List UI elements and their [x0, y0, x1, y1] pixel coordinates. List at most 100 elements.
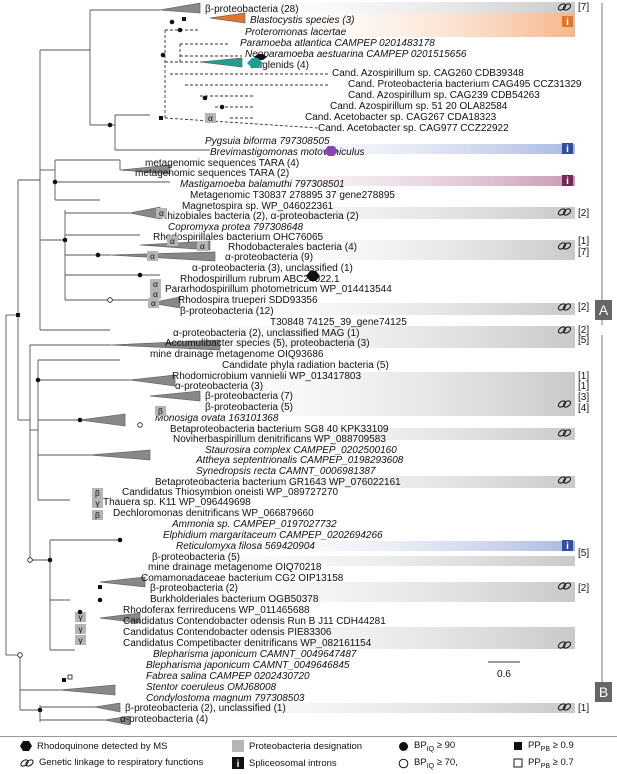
taxon-label: Blastocystis species (3) — [250, 15, 354, 26]
taxon-label: Candidate phyla radiation bacteria (5) — [222, 360, 389, 371]
taxon-label: Proteromonas lacertae — [245, 27, 347, 38]
legend-linkage-text: Genetic linkage to respiratory functions — [39, 757, 204, 768]
legend-pp07-label: PP — [528, 757, 541, 768]
rhodoquinone-hexagon — [306, 271, 320, 281]
proteobacteria-letter: γ — [78, 624, 83, 634]
rhodoquinone-hexagon — [247, 58, 263, 68]
taxon-label: T30848 74125_39_gene74125 — [270, 317, 407, 328]
proteobacteria-box — [75, 624, 86, 634]
intron-label: i — [566, 144, 569, 155]
bracket-count: [2] — [578, 325, 589, 336]
taxon-label: Neoparamoeba aestuarina CAMPEP 020151565… — [245, 49, 467, 60]
taxon-label: Accumulibacter species (5), proteobacter… — [165, 338, 370, 349]
legend-rhodoquinone: Rhodoquinone detected by MS — [20, 740, 167, 752]
proteobacteria-letter: α — [151, 298, 156, 308]
taxon-label: Rhodobacterales bacteria (4) — [228, 242, 357, 253]
chain-link-icon — [557, 641, 572, 649]
legend-intron-text: Spliceosomal introns — [249, 757, 337, 769]
legend-bp70-label: BP — [414, 757, 427, 768]
chain-link-icon — [557, 3, 572, 11]
taxon-label: Candidatus Thiosymbion oneisti WP_089727… — [122, 487, 339, 498]
bracket-count: [2] — [578, 302, 589, 313]
proteobacteria-letter: β — [95, 488, 100, 498]
legend-pp07: PPPB ≥ 0.7 — [513, 757, 574, 770]
legend-bp90-label: BP — [414, 740, 427, 751]
linkage-markers — [557, 3, 572, 711]
chain-link-icon — [557, 429, 572, 437]
taxon-label: Cand. Acetobacter sp. CAG267 CDA18323 — [305, 112, 497, 123]
taxon-label: α-proteobacteria (3), unclassified (1) — [192, 263, 353, 274]
proteobacteria-letter: β — [158, 406, 163, 416]
proteobacteria-box — [205, 113, 216, 123]
legend-bp70-value: ≥ 70, — [436, 757, 458, 768]
taxon-label: Elphidium margaritaceum CAMPEP_020269426… — [163, 530, 383, 541]
bracket-count: [7] — [578, 247, 589, 258]
taxon-label: Candidatus Contendobacter odensis PIE833… — [123, 627, 332, 638]
proteobacteria-letter: γ — [78, 635, 83, 645]
clade-b-box — [595, 682, 612, 702]
intron-label: i — [566, 176, 569, 187]
legend-bp90-sub: IQ — [426, 745, 435, 753]
chain-link-icon — [557, 582, 572, 590]
proteobacteria-box — [155, 406, 166, 416]
proteobacteria-box — [147, 251, 158, 261]
bracket-count: [7] — [578, 2, 589, 13]
open-square-icon — [513, 758, 523, 768]
scale-bar: 0.6 — [488, 661, 520, 680]
open-circle-icon — [398, 758, 409, 769]
taxon-label: Ammonia sp. CAMPEP_0197027732 — [171, 519, 337, 530]
proteobacteria-letter: β — [95, 510, 100, 520]
taxon-label: mine drainage metagenome OIQ70218 — [148, 562, 322, 573]
taxon-label: Cand. Azospirillum sp. 51 20 OLA82584 — [330, 101, 508, 112]
proteobacteria-letter: α — [200, 241, 205, 251]
taxon-label: Attheya septentrionalis CAMPEP_019829360… — [195, 455, 404, 466]
proteobacteria-box — [148, 298, 159, 308]
intron-box — [562, 540, 573, 551]
intron-label: i — [566, 541, 569, 552]
chain-link-icon — [20, 758, 34, 767]
taxon-label: Paramoeba atlantica CAMPEP 0201483178 — [240, 38, 435, 49]
hexagon-icon — [20, 741, 32, 751]
chain-link-icon — [557, 242, 572, 250]
legend-bp70: BPIQ ≥ 70, — [398, 757, 458, 770]
taxon-label: Brevimastigomonas motovehiculus — [210, 147, 365, 158]
proteobacteria-letter: α — [153, 289, 158, 299]
proteobacteria-letter: α — [150, 251, 155, 261]
legend-proteo-text: Proteobacteria designation — [249, 740, 363, 752]
proteobacteria-box — [92, 510, 103, 520]
taxon-label: Cand. Azospirillum sp. CAG239 CDB54263 — [348, 90, 540, 101]
bracket-count: [3] — [578, 392, 589, 403]
taxon-label: α-proteobacteria (3) — [175, 381, 263, 392]
chain-link-icon — [557, 303, 572, 311]
bracket-count: [2] — [578, 208, 589, 219]
chain-link-icon — [557, 326, 572, 334]
legend-pp09: PPPB ≥ 0.9 — [513, 740, 574, 753]
proteobacteria-box — [150, 279, 161, 289]
bracket-count: [4] — [578, 403, 589, 414]
legend-rhodoquinone-text: Rhodoquinone detected by MS — [37, 740, 168, 752]
clade-b-label: B — [599, 684, 608, 700]
taxon-label: Monosiga ovata 163101368 — [155, 413, 279, 424]
taxon-label: metagenomic sequences TARA (4) — [145, 158, 299, 169]
taxon-label: Rhodoferax ferrireducens WP_011465688 — [123, 605, 310, 616]
scale-bar-label: 0.6 — [497, 669, 511, 680]
bracket-count: [1] — [578, 703, 589, 714]
taxon-label: β-proteobacteria (2), unclassified (1) — [125, 703, 286, 714]
rhodoquinone-markers — [247, 54, 338, 281]
taxon-label: Rhodospira trueperi SDD93356 — [178, 295, 318, 306]
taxon-label: β-proteobacteria (5) — [152, 552, 240, 563]
taxon-label: Mastigamoeba balamuthi 797308501 — [180, 179, 345, 190]
taxon-label: Euglenids (4) — [250, 60, 309, 71]
taxon-label: Candidatus Contendobacter odensis Run B … — [123, 616, 386, 627]
proteobacteria-letter: α — [170, 236, 175, 246]
taxon-labels: β-proteobacteria (28)Blastocystis specie… — [103, 4, 582, 725]
intron-box — [562, 143, 573, 154]
taxon-label: Metagenomic T30837 278895 37 gene278895 — [190, 190, 395, 201]
taxon-label: Blepharisma japonicum CAMNT_0049646845 — [146, 660, 350, 671]
taxon-label: Condylostoma magnum 797308503 — [146, 693, 305, 704]
taxon-label: Dechloromonas denitrificans WP_066879660 — [113, 508, 314, 519]
taxon-label: Rhodospirillales bacterium OHC76065 — [153, 232, 324, 243]
proteobacteria-letter: α — [208, 113, 213, 123]
